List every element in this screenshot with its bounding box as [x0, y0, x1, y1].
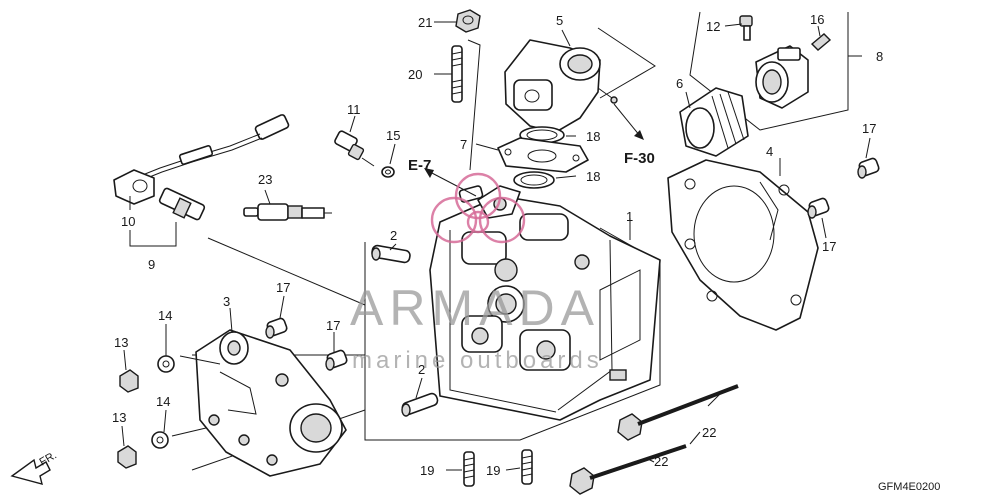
dowel-pin-17-c — [265, 317, 288, 339]
joint-8 — [755, 45, 809, 109]
housing-3 — [195, 329, 347, 477]
leader-lines — [121, 21, 871, 471]
intake-pipe-5 — [504, 39, 618, 133]
callout-labels: 21 20 5 12 16 8 6 18 18 7 4 1 17 17 11 1… — [112, 12, 883, 478]
washer-14-lower — [151, 431, 169, 449]
callout-17-c: 17 — [276, 280, 290, 295]
callout-14-lower: 14 — [156, 394, 170, 409]
f30-arrow — [613, 103, 644, 140]
gasket-18-lower — [513, 171, 555, 189]
reference-line-2 — [207, 237, 366, 306]
watermark-logo — [430, 172, 526, 244]
sensor-cord-10 — [113, 114, 290, 205]
callout-5: 5 — [556, 13, 563, 28]
callout-22-lower: 22 — [654, 454, 668, 469]
drawing-code: GFM4E0200 — [878, 481, 940, 493]
callout-10: 10 — [121, 214, 135, 229]
callout-2-upper: 2 — [390, 228, 397, 243]
dowel-pin-17-b — [807, 197, 830, 219]
callout-3: 3 — [223, 294, 230, 309]
washer-15 — [381, 166, 395, 178]
sensor-nipple-9 — [158, 187, 206, 221]
flange-nut-21 — [455, 9, 481, 33]
callout-22-upper: 22 — [702, 425, 716, 440]
callout-23: 23 — [258, 172, 272, 187]
callout-15: 15 — [386, 128, 400, 143]
callout-21: 21 — [418, 15, 432, 30]
callout-19-left: 19 — [420, 463, 434, 478]
callout-18-lower: 18 — [586, 169, 600, 184]
spark-plug-23 — [243, 203, 332, 221]
callout-17-d: 17 — [326, 318, 340, 333]
callout-14-upper: 14 — [158, 308, 172, 323]
insulator-7 — [497, 137, 589, 173]
callout-20: 20 — [408, 67, 422, 82]
clip-16 — [810, 33, 832, 51]
stud-bolt-20 — [451, 45, 463, 103]
cylinder-head-gasket-4 — [667, 159, 819, 331]
callout-8: 8 — [876, 49, 883, 64]
e7-arrow — [424, 168, 477, 197]
watermark-tagline: marine outboards — [352, 347, 603, 374]
washer-14-upper — [157, 355, 175, 373]
callout-17-b: 17 — [822, 239, 836, 254]
callout-13-upper: 13 — [114, 335, 128, 350]
watermark-brand: ARMADA — [350, 280, 600, 336]
callout-7: 7 — [460, 137, 467, 152]
valve-guide-2-upper — [371, 244, 411, 264]
joint-group-frame — [689, 11, 849, 131]
intake-group-frame — [467, 39, 481, 171]
reference-e7: E-7 — [408, 157, 431, 174]
callout-6: 6 — [676, 76, 683, 91]
callout-9: 9 — [148, 257, 155, 272]
nut-13-lower — [117, 445, 137, 469]
long-bolt-22-lower — [569, 444, 687, 495]
callout-17-a: 17 — [862, 121, 876, 136]
dowel-pin-17-a — [857, 157, 880, 179]
callout-13-lower: 13 — [112, 410, 126, 425]
callout-12: 12 — [706, 19, 720, 34]
callout-1: 1 — [626, 209, 633, 224]
front-label: FR. — [38, 449, 59, 468]
tube-6 — [679, 87, 749, 157]
callout-11: 11 — [347, 102, 361, 117]
temperature-sensor-11 — [334, 130, 375, 167]
callout-4: 4 — [766, 144, 773, 159]
callout-18-upper: 18 — [586, 129, 600, 144]
nut-13-upper — [119, 369, 139, 393]
long-bolt-22-upper — [617, 384, 739, 441]
screw-12 — [739, 15, 753, 41]
dowel-pin-17-d — [325, 349, 348, 371]
front-arrow — [10, 458, 51, 485]
valve-guide-2-lower — [401, 392, 439, 417]
callout-2-lower: 2 — [418, 362, 425, 377]
intake-frame-right — [597, 27, 656, 99]
stud-19-right — [521, 449, 533, 485]
callout-19-right: 19 — [486, 463, 500, 478]
reference-f30: F-30 — [624, 150, 655, 167]
cylinder-head-1 — [429, 185, 661, 421]
callout-16: 16 — [810, 12, 824, 27]
stud-19-left — [463, 451, 475, 487]
